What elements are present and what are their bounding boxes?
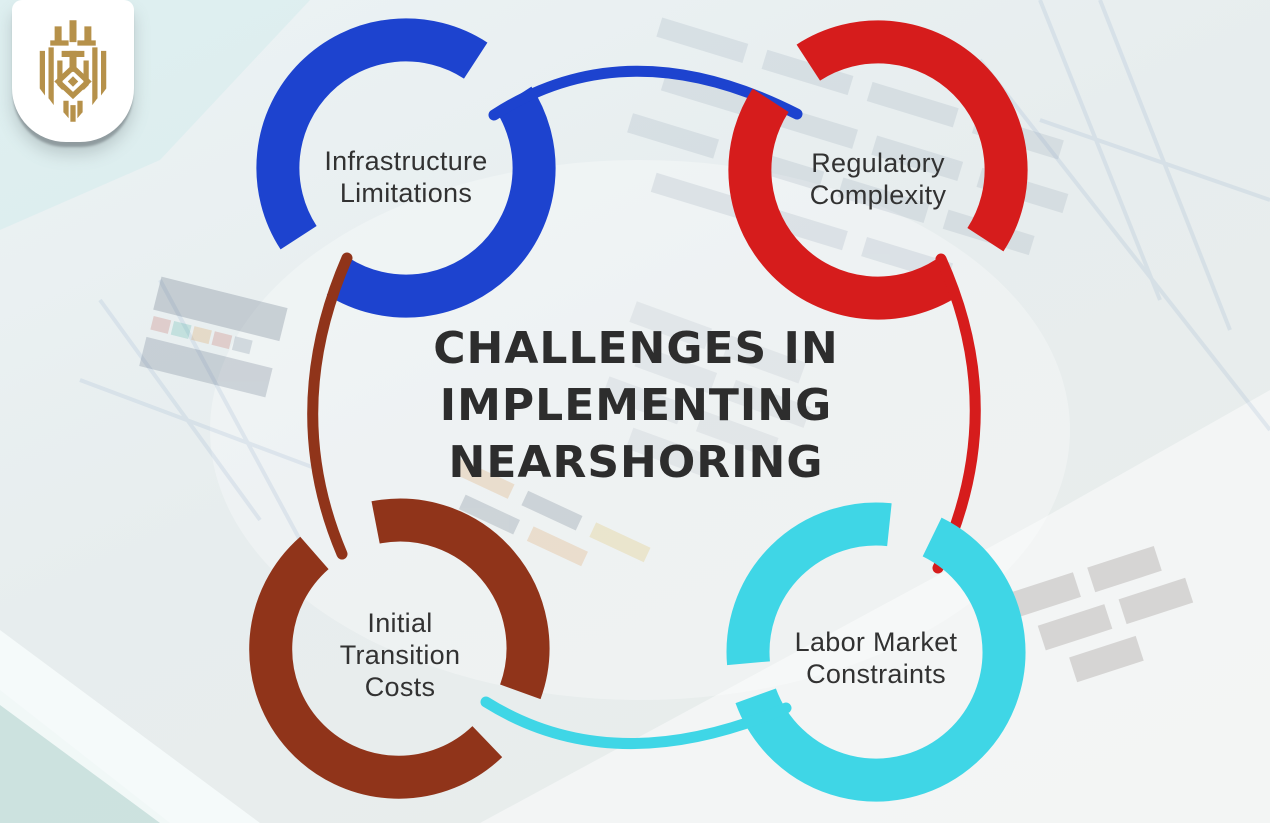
title-line: NEARSHORING — [448, 437, 824, 488]
node-label-initial-transition-costs: Initial Transition Costs — [250, 607, 550, 703]
label-line: Initial — [367, 608, 433, 638]
ring-segment — [728, 88, 960, 320]
ring-segment — [735, 517, 1026, 802]
connector-to-transition — [480, 696, 792, 750]
title-line: IMPLEMENTING — [439, 380, 833, 431]
gold-lion-crest-icon — [39, 20, 107, 122]
truck-row — [453, 459, 651, 567]
page-title: CHALLENGES IN IMPLEMENTING NEARSHORING — [376, 320, 896, 491]
pier-cluster-bottom-right — [1006, 545, 1194, 683]
pier-edge — [0, 630, 260, 823]
label-line: Limitations — [339, 178, 473, 208]
connector-to-infrastructure — [307, 252, 353, 560]
node-ring-transition — [249, 252, 550, 799]
node-label-regulatory-complexity: Regulatory Complexity — [718, 147, 1038, 211]
label-line: Costs — [364, 672, 436, 702]
label-line: Complexity — [809, 180, 947, 210]
container-cluster-left — [139, 276, 288, 398]
ring-segment — [726, 502, 892, 666]
node-ring-labor — [480, 502, 1026, 802]
label-line: Labor Market — [794, 627, 958, 657]
node-label-labor-market-constraints: Labor Market Constraints — [716, 626, 1036, 690]
title-line: CHALLENGES IN — [433, 323, 839, 374]
ring-segment — [326, 86, 556, 318]
brand-logo-badge — [12, 0, 134, 142]
ring-segment — [249, 536, 503, 799]
label-line: Constraints — [806, 659, 946, 689]
container-cluster-center — [601, 301, 812, 476]
label-line: Infrastructure — [324, 146, 488, 176]
ring-segment — [371, 498, 550, 700]
ring-segment — [256, 18, 488, 250]
label-line: Transition — [339, 640, 461, 670]
ring-segment — [796, 20, 1028, 252]
node-label-infrastructure-limitations: Infrastructure Limitations — [246, 145, 566, 209]
label-line: Regulatory — [811, 148, 945, 178]
water-bottom-right — [480, 390, 1270, 823]
crane-trusses — [79, 0, 1270, 541]
